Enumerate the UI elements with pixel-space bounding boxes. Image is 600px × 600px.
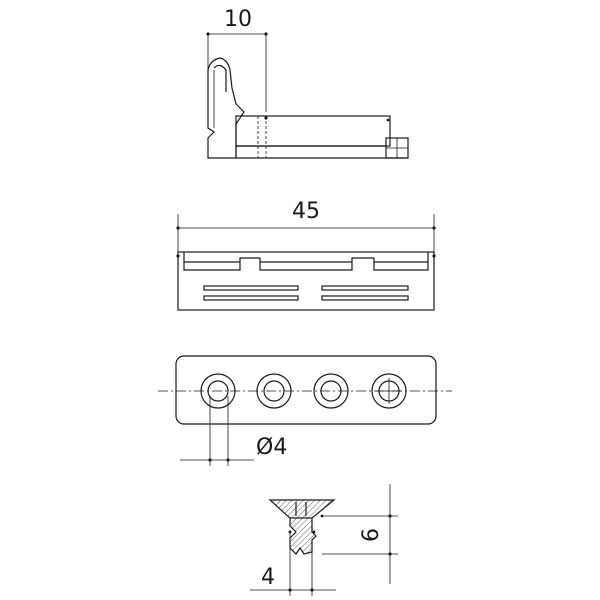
dimension-hole-diameter: Ø4: [256, 435, 287, 460]
hole: [200, 373, 236, 409]
hole: [313, 373, 349, 409]
top-view: Ø4: [158, 355, 452, 466]
dimension-screw-width: 4: [261, 565, 275, 590]
front-view: 45: [176, 199, 436, 311]
dimension-side-width: 10: [224, 7, 252, 32]
dimension-total-length: 45: [292, 199, 320, 224]
hole: [256, 373, 292, 409]
side-view: 10: [206, 7, 409, 159]
dimension-screw-height: 6: [359, 528, 384, 542]
screw-section: 6 4: [250, 484, 398, 596]
hole: [371, 373, 407, 409]
